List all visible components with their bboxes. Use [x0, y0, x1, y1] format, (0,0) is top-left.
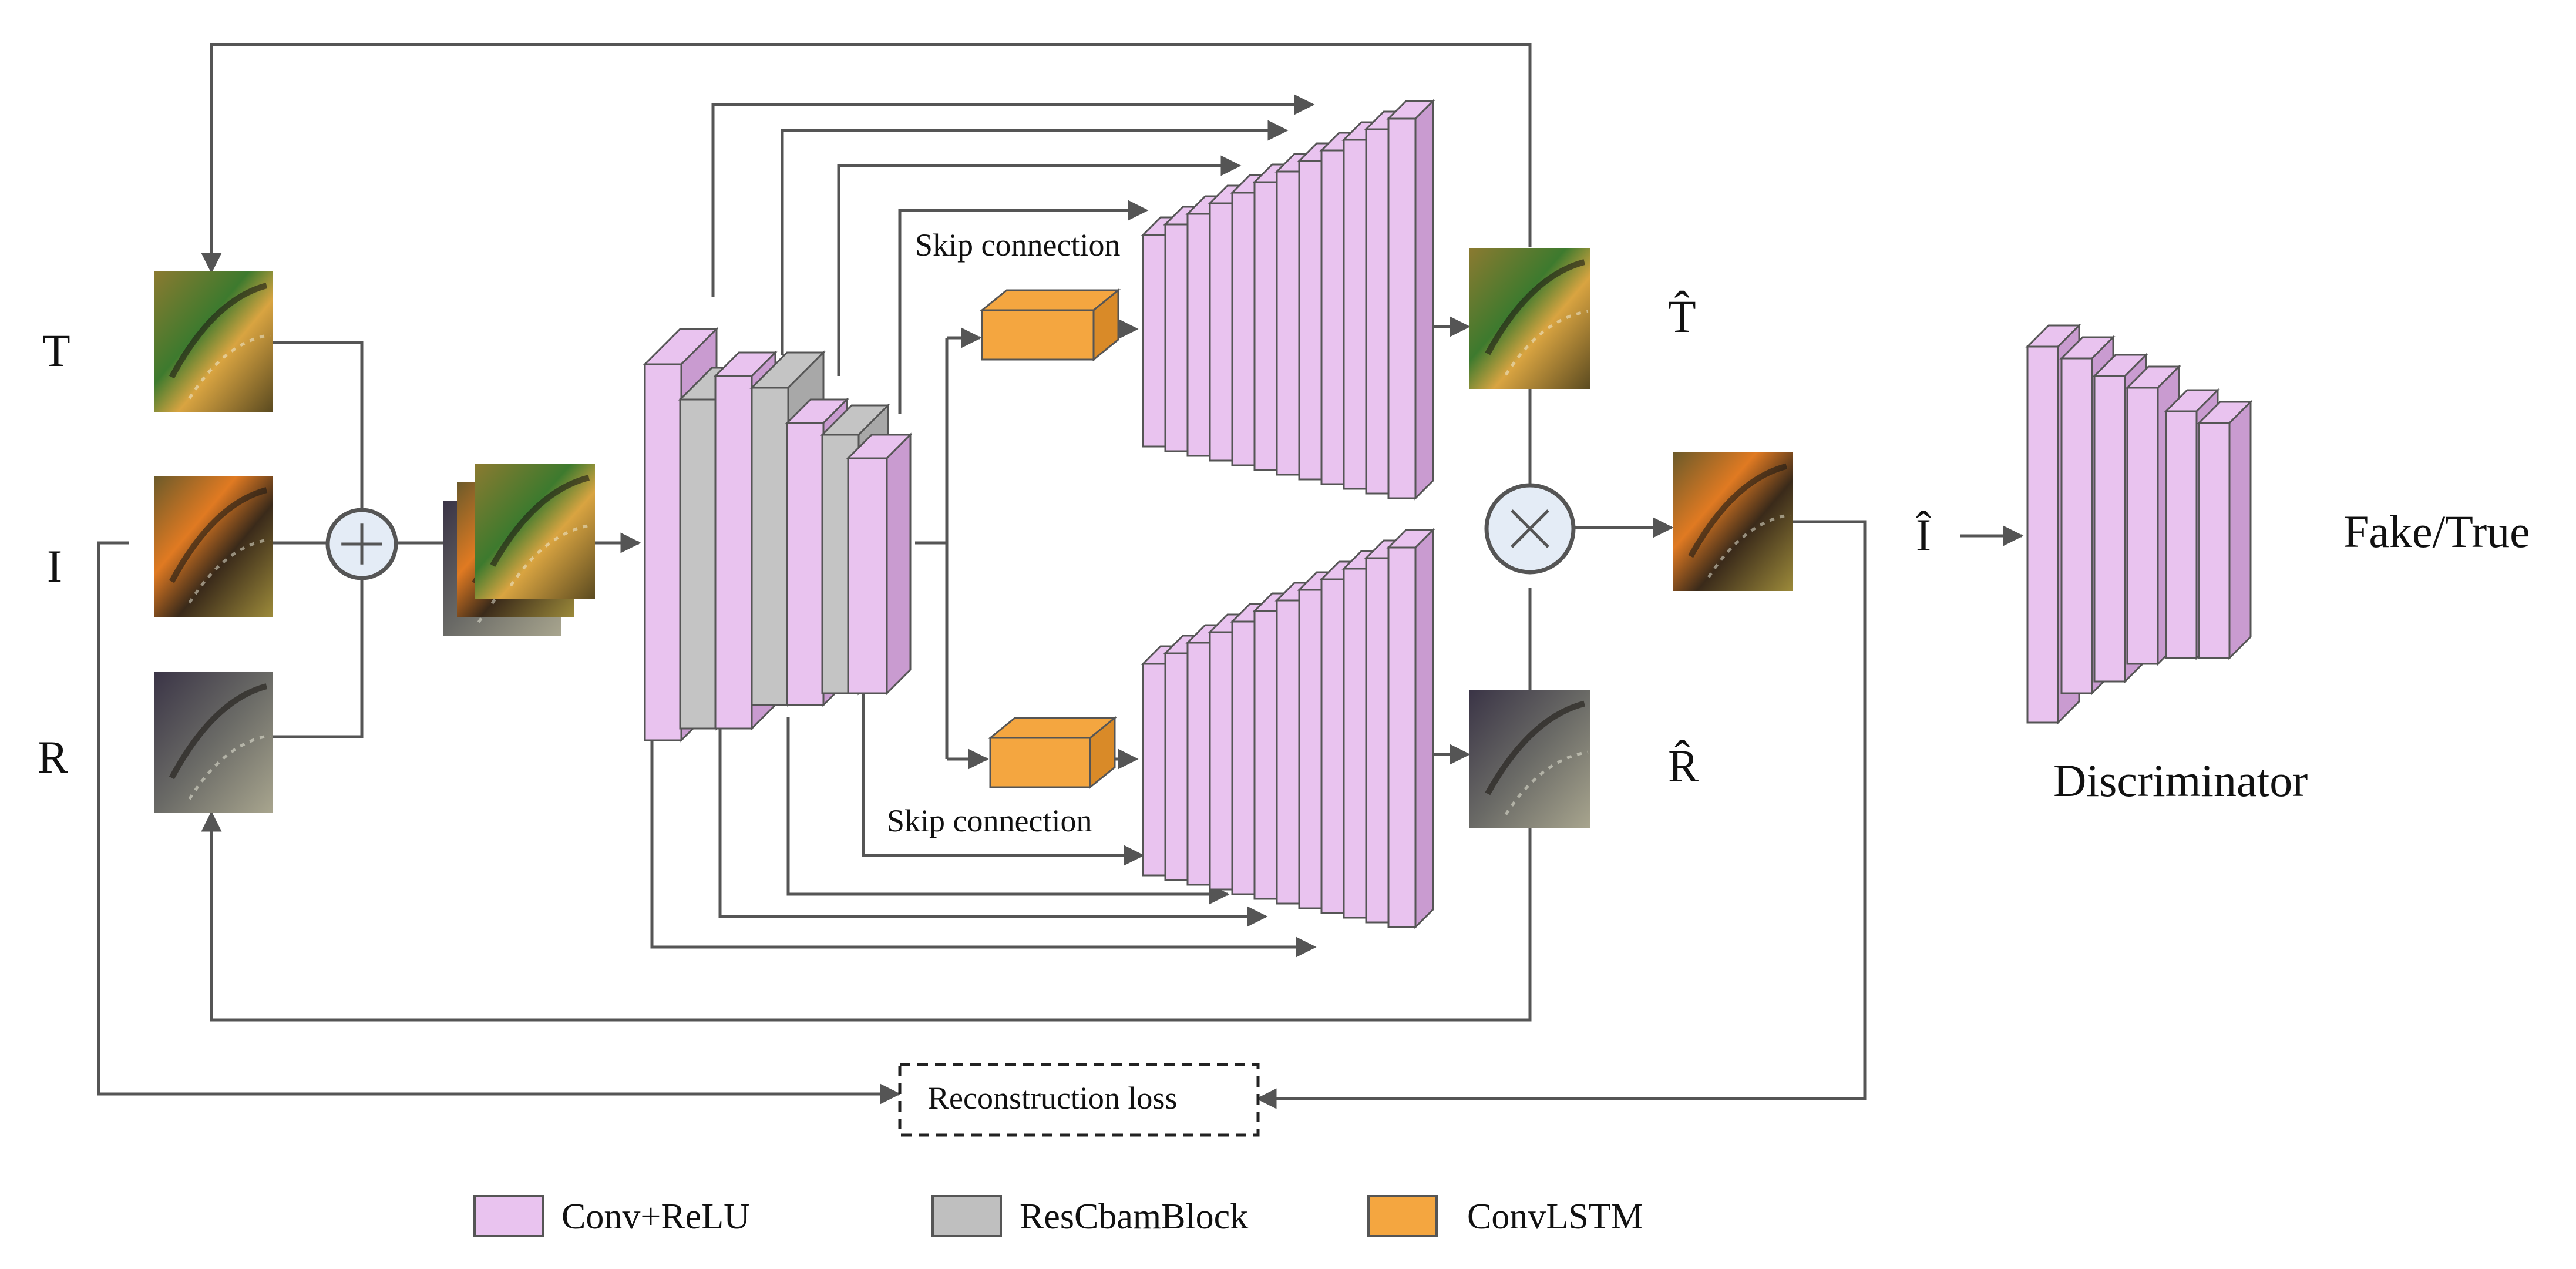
skip-line-8	[862, 691, 1145, 866]
image-fill	[154, 476, 273, 617]
image-wing-vein	[169, 487, 268, 583]
slab-front	[847, 457, 888, 694]
line-i-to-loss	[97, 541, 901, 1104]
image-fill	[1469, 248, 1590, 389]
image-fill	[1469, 690, 1590, 828]
label-i-hat: Î	[1916, 509, 1931, 560]
feedback-t-line	[201, 43, 1532, 274]
times-b	[1511, 509, 1549, 548]
image-wing-vein	[1485, 259, 1585, 355]
connection-lines	[97, 43, 2024, 1109]
label-r-hat: R̂	[1668, 740, 1699, 791]
decoder-top-layer-12	[1386, 99, 1435, 501]
add-operator-icon	[325, 508, 398, 580]
slab-front	[2165, 410, 2198, 659]
skip-line-6	[718, 728, 1268, 927]
label-r: R	[38, 731, 69, 783]
image-fill	[154, 271, 273, 412]
image-wing-dots	[1707, 513, 1791, 578]
slab-side	[1414, 528, 1434, 929]
skip-line-2	[781, 120, 1289, 355]
label-reconstruction-loss: Reconstruction loss	[928, 1080, 1178, 1116]
label-skip-connection-bottom: Skip connection	[887, 803, 1092, 838]
image-wing-vein	[1688, 463, 1788, 558]
skip-line-1	[711, 94, 1315, 297]
line-ihat-to-loss	[1256, 520, 1867, 1109]
slab-side	[2228, 400, 2252, 660]
image-wing-vein	[169, 683, 268, 780]
line-t-to-add	[273, 341, 364, 518]
legend-swatch-conv-relu	[473, 1195, 544, 1237]
label-skip-connection-top: Skip connection	[915, 227, 1121, 263]
legend-label-rescbamblock: ResCbamBlock	[1020, 1197, 1249, 1237]
convlstm-top	[979, 288, 1121, 362]
slab-front	[2026, 345, 2059, 724]
label-fake-true: Fake/True	[2343, 506, 2530, 557]
discriminator-layer-6	[2197, 400, 2253, 660]
slab-front	[1387, 118, 1417, 499]
label-discriminator: Discriminator	[2053, 755, 2308, 806]
multiply-operator-icon	[1484, 483, 1576, 575]
image-wing-dots	[1504, 750, 1589, 815]
slab-front	[2093, 375, 2126, 683]
image-i-hat	[1673, 452, 1793, 591]
image-fill	[475, 464, 595, 599]
image-wing-dots	[509, 523, 593, 587]
image-t	[154, 271, 273, 412]
image-wing-vein	[490, 475, 590, 567]
reconstruction-loss-box	[898, 1063, 1260, 1137]
skip-line-3	[837, 155, 1242, 376]
slab-front	[2198, 422, 2231, 659]
label-i: I	[47, 540, 62, 592]
slab-front	[2126, 387, 2159, 665]
image-i	[154, 476, 273, 617]
encoder-layer-7	[846, 432, 913, 696]
skip-line-5	[650, 740, 1317, 958]
slab-front	[751, 387, 789, 706]
label-t-hat: T̂	[1668, 291, 1696, 342]
slab-front	[981, 309, 1095, 361]
image-wing-vein	[1485, 700, 1585, 795]
slab-front	[989, 737, 1091, 788]
image-wing-dots	[1504, 310, 1589, 376]
image-fill	[1673, 452, 1793, 591]
slab-front	[2060, 357, 2093, 694]
slab-side	[1414, 99, 1434, 501]
line-r-to-add	[273, 570, 364, 738]
image-wing-vein	[169, 283, 268, 379]
legend-swatch-convlstm	[1367, 1195, 1438, 1237]
image-r	[154, 672, 273, 813]
slab-front	[679, 398, 718, 730]
image-fill	[154, 672, 273, 813]
legend-swatch-rescbamblock	[931, 1195, 1002, 1237]
slab-front	[644, 363, 682, 741]
slab-front	[786, 422, 825, 706]
feedback-r-line	[201, 811, 1532, 1022]
legend-label-conv-relu: Conv+ReLU	[561, 1197, 750, 1237]
image-t-hat	[1469, 248, 1590, 389]
legend-label-convlstm: ConvLSTM	[1467, 1197, 1643, 1237]
convlstm-bottom	[987, 716, 1118, 790]
image-r-hat	[1469, 690, 1590, 828]
label-t: T	[42, 325, 70, 376]
slab-side	[886, 432, 912, 696]
skip-line-7	[786, 717, 1230, 905]
image-stack-front	[475, 464, 595, 599]
skip-line-4	[898, 200, 1149, 414]
slab-front	[1387, 546, 1417, 928]
slab-front	[714, 375, 753, 730]
decoder-bottom-layer-12	[1386, 528, 1435, 929]
diagram-shapes	[154, 99, 2253, 1137]
